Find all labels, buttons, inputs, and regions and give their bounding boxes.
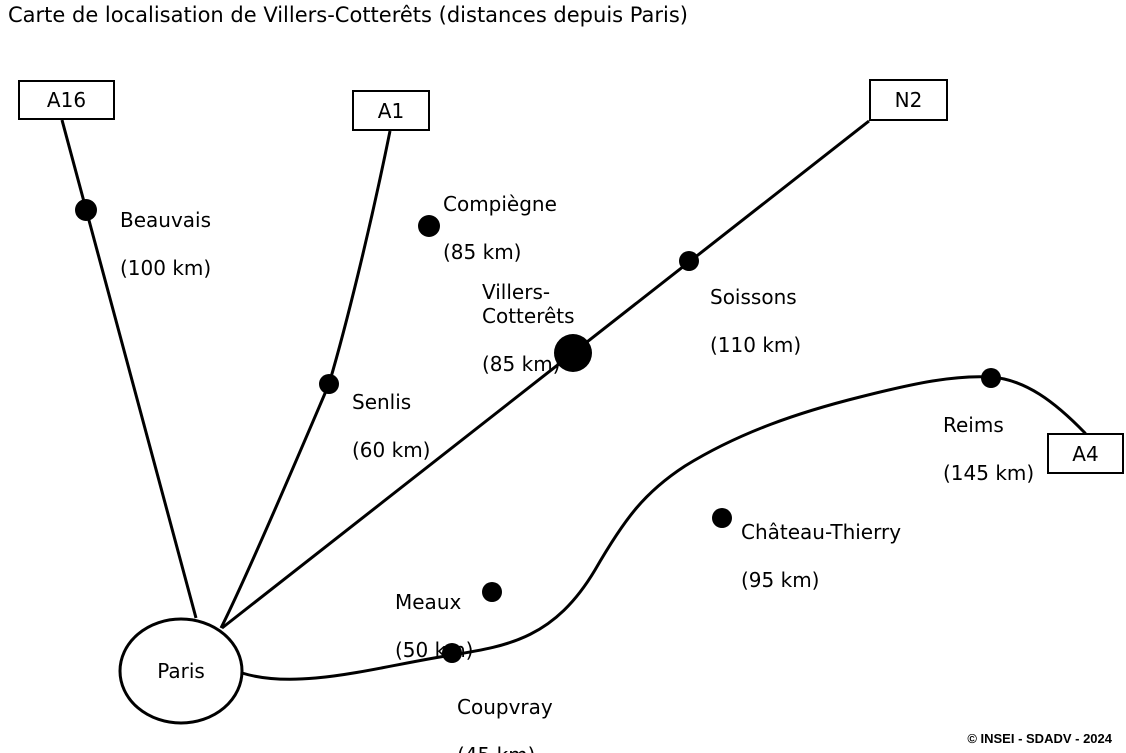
reims-dot bbox=[981, 368, 1001, 388]
city-name: Meaux bbox=[395, 590, 462, 614]
city-label-coupvray: Coupvray (45 km) bbox=[457, 671, 553, 753]
road-line-n2 bbox=[221, 119, 870, 630]
city-label-compiegne: Compiègne (85 km) bbox=[443, 168, 557, 288]
city-name: Château-Thierry bbox=[741, 520, 902, 544]
road-sign-a1-label: A1 bbox=[377, 98, 405, 123]
road-sign-a4: A4 bbox=[1047, 433, 1124, 474]
paris-ellipse bbox=[118, 617, 244, 725]
city-distance: (110 km) bbox=[710, 333, 802, 357]
copyright-notice: © INSEI - SDADV - 2024 bbox=[967, 731, 1112, 746]
city-label-soissons: Soissons (110 km) bbox=[710, 261, 801, 381]
city-label-villers-cotterets: Villers- Cotterêts (85 km) bbox=[482, 256, 575, 400]
city-name: Beauvais bbox=[120, 208, 212, 232]
city-name: Senlis bbox=[352, 390, 412, 414]
coupvray-dot bbox=[442, 643, 462, 663]
road-sign-n2-label: N2 bbox=[894, 88, 923, 112]
city-name: Villers- Cotterêts bbox=[482, 280, 575, 328]
road-sign-a1: A1 bbox=[352, 90, 430, 131]
soissons-dot bbox=[679, 251, 699, 271]
city-label-meaux: Meaux (50 km) bbox=[395, 566, 473, 686]
city-distance: (100 km) bbox=[120, 256, 212, 280]
beauvais-dot bbox=[75, 199, 97, 221]
city-distance: (145 km) bbox=[943, 461, 1035, 485]
city-name: Reims bbox=[943, 413, 1004, 437]
map-title: Carte de localisation de Villers-Cotterê… bbox=[8, 3, 688, 27]
senlis-dot bbox=[319, 374, 339, 394]
city-distance: (50 km) bbox=[395, 638, 474, 662]
city-name: Coupvray bbox=[457, 695, 553, 719]
chateau-thierry-dot bbox=[712, 508, 732, 528]
meaux-dot bbox=[482, 582, 502, 602]
road-sign-a16: A16 bbox=[18, 80, 115, 120]
compiegne-dot bbox=[418, 215, 440, 237]
city-label-chateau-thierry: Château-Thierry (95 km) bbox=[741, 496, 901, 616]
city-distance: (60 km) bbox=[352, 438, 431, 462]
city-distance: (85 km) bbox=[443, 240, 522, 264]
city-distance: (85 km) bbox=[482, 352, 561, 376]
city-label-reims: Reims (145 km) bbox=[943, 389, 1034, 509]
road-sign-n2: N2 bbox=[869, 79, 948, 121]
villers-cotterets-dot bbox=[554, 334, 592, 372]
city-label-beauvais: Beauvais (100 km) bbox=[120, 184, 211, 304]
paris-label: Paris bbox=[157, 659, 205, 683]
road-sign-a4-label: A4 bbox=[1072, 441, 1099, 466]
city-label-senlis: Senlis (60 km) bbox=[352, 366, 430, 486]
city-name: Soissons bbox=[710, 285, 797, 309]
city-name: Compiègne bbox=[443, 192, 557, 216]
road-sign-a16-label: A16 bbox=[46, 88, 87, 112]
city-distance: (95 km) bbox=[741, 568, 820, 592]
city-distance: (45 km) bbox=[457, 743, 553, 753]
